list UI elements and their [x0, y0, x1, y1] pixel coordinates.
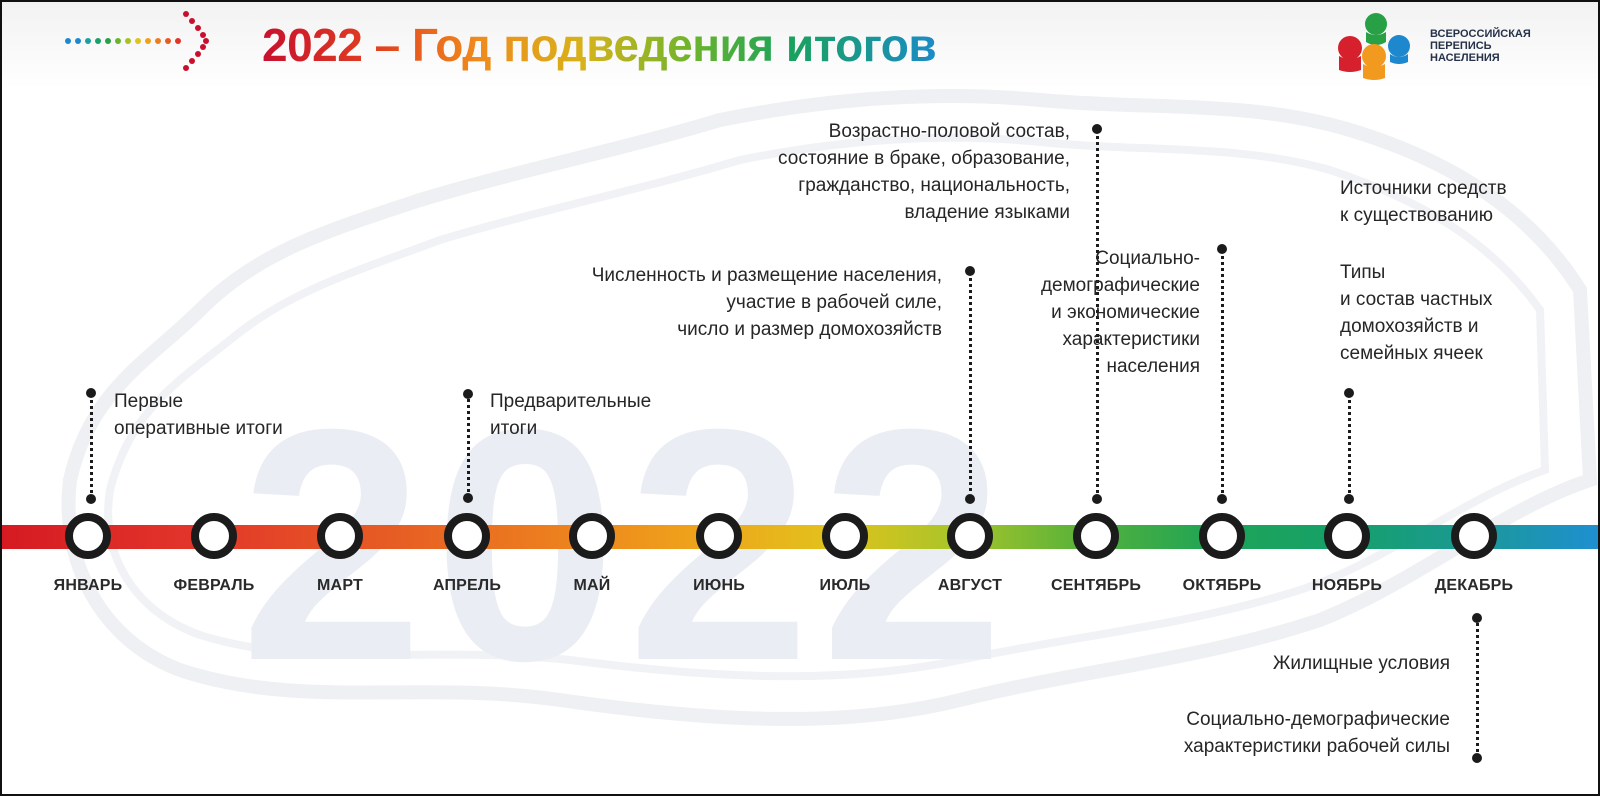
event-label-dec-a: Жилищные условия	[1100, 650, 1450, 677]
event-label-aug: Численность и размещение населения, учас…	[500, 262, 942, 343]
connector-jan	[89, 393, 93, 499]
event-line: состояние в браке, образование,	[778, 148, 1070, 169]
connector-dot	[1217, 244, 1227, 254]
page-title: 2022 – Год подведения итогов	[262, 19, 937, 71]
event-line: владение языками	[904, 202, 1070, 223]
census-logo-icon	[1338, 13, 1410, 80]
connector-dot	[1472, 613, 1482, 623]
russia-map-background	[61, 89, 1598, 726]
event-line: и состав частных	[1340, 289, 1493, 310]
month-label: ИЮНЬ	[693, 577, 745, 594]
month-label: МАЙ	[573, 577, 611, 594]
month-label: ЯНВАРЬ	[53, 577, 123, 594]
connector-aug	[968, 271, 972, 499]
event-label-sep: Возрастно-половой состав, состояние в бр…	[620, 118, 1070, 226]
event-line: демографические	[1040, 275, 1200, 296]
connector-dot	[1344, 388, 1354, 398]
event-line: населения	[1106, 356, 1200, 377]
month-node-jun	[696, 513, 742, 559]
event-line: характеристики рабочей силы	[1183, 736, 1450, 757]
month-label: ОКТЯБРЬ	[1182, 577, 1262, 594]
connector-oct	[1220, 249, 1224, 499]
month-node-dec	[1451, 513, 1497, 559]
event-line: число и размер домохозяйств	[677, 319, 942, 340]
connector-dot	[1217, 494, 1227, 504]
event-line: гражданство, национальность,	[798, 175, 1070, 196]
header-bar	[0, 0, 1600, 90]
month-node-sep	[1073, 513, 1119, 559]
event-line: итоги	[490, 418, 538, 439]
event-label-dec-b: Социально-демографические характеристики…	[1050, 706, 1450, 760]
connector-dot	[86, 494, 96, 504]
connector-dot	[463, 493, 473, 503]
connector-dot	[1344, 494, 1354, 504]
event-label-jan: Первые оперативные итоги	[114, 388, 283, 442]
event-line: семейных ячеек	[1340, 343, 1483, 364]
connector-dot	[1472, 753, 1482, 763]
connector-sep	[1095, 129, 1099, 499]
event-line: домохозяйств и	[1340, 316, 1479, 337]
event-line: Численность и размещение населения,	[591, 265, 942, 286]
connector-dot	[1092, 124, 1102, 134]
event-label-nov-a: Источники средств к существованию	[1340, 175, 1507, 229]
census-logo-text: ВСЕРОССИЙСКАЯ ПЕРЕПИСЬ НАСЕЛЕНИЯ	[1430, 28, 1531, 64]
event-line: Социально-демографические	[1186, 709, 1450, 730]
logo-line: ВСЕРОССИЙСКАЯ	[1430, 28, 1531, 40]
month-node-aug	[947, 513, 993, 559]
event-line: участие в рабочей силе,	[726, 292, 942, 313]
event-label-apr: Предварительные итоги	[490, 388, 651, 442]
event-label-oct: Социально- демографические и экономическ…	[960, 245, 1200, 380]
connector-dot	[1092, 494, 1102, 504]
month-label: АВГУСТ	[937, 577, 1003, 594]
event-line: Типы	[1340, 262, 1386, 283]
month-node-apr	[444, 513, 490, 559]
connector-apr	[466, 394, 470, 498]
month-label: СЕНТЯБРЬ	[1050, 577, 1142, 594]
month-node-nov	[1324, 513, 1370, 559]
month-label: ДЕКАБРЬ	[1434, 577, 1514, 594]
month-label: НОЯБРЬ	[1311, 577, 1383, 594]
month-label: ИЮЛЬ	[819, 577, 871, 594]
month-node-oct	[1199, 513, 1245, 559]
month-label: АПРЕЛЬ	[432, 577, 502, 594]
event-line: Предварительные	[490, 391, 652, 412]
connector-dec	[1475, 618, 1479, 758]
connector-dot	[463, 389, 473, 399]
connector-dot	[965, 266, 975, 276]
event-line: Источники средств	[1340, 178, 1507, 199]
event-line: Жилищные условия	[1272, 653, 1450, 674]
month-node-mar	[317, 513, 363, 559]
month-node-jan	[65, 513, 111, 559]
month-node-may	[569, 513, 615, 559]
census-logo: ВСЕРОССИЙСКАЯ ПЕРЕПИСЬ НАСЕЛЕНИЯ	[1336, 12, 1556, 84]
connector-nov	[1347, 393, 1351, 499]
month-label: МАРТ	[317, 577, 363, 594]
connector-dot	[86, 388, 96, 398]
month-node-jul	[822, 513, 868, 559]
event-line: Социально-	[1095, 248, 1200, 269]
logo-line: ПЕРЕПИСЬ	[1430, 40, 1492, 52]
event-line: оперативные итоги	[114, 418, 283, 439]
month-node-feb	[191, 513, 237, 559]
event-line: Возрастно-половой состав,	[828, 121, 1070, 142]
month-label: ФЕВРАЛЬ	[173, 577, 255, 594]
event-line: к существованию	[1340, 205, 1494, 226]
event-line: Первые	[114, 391, 184, 412]
event-line: характеристики	[1062, 329, 1201, 350]
event-label-nov-b: Типы и состав частных домохозяйств и сем…	[1340, 259, 1492, 367]
logo-line: НАСЕЛЕНИЯ	[1430, 52, 1500, 64]
arrow-dots-icon	[65, 11, 209, 71]
connector-dot	[965, 494, 975, 504]
event-line: и экономические	[1051, 302, 1200, 323]
